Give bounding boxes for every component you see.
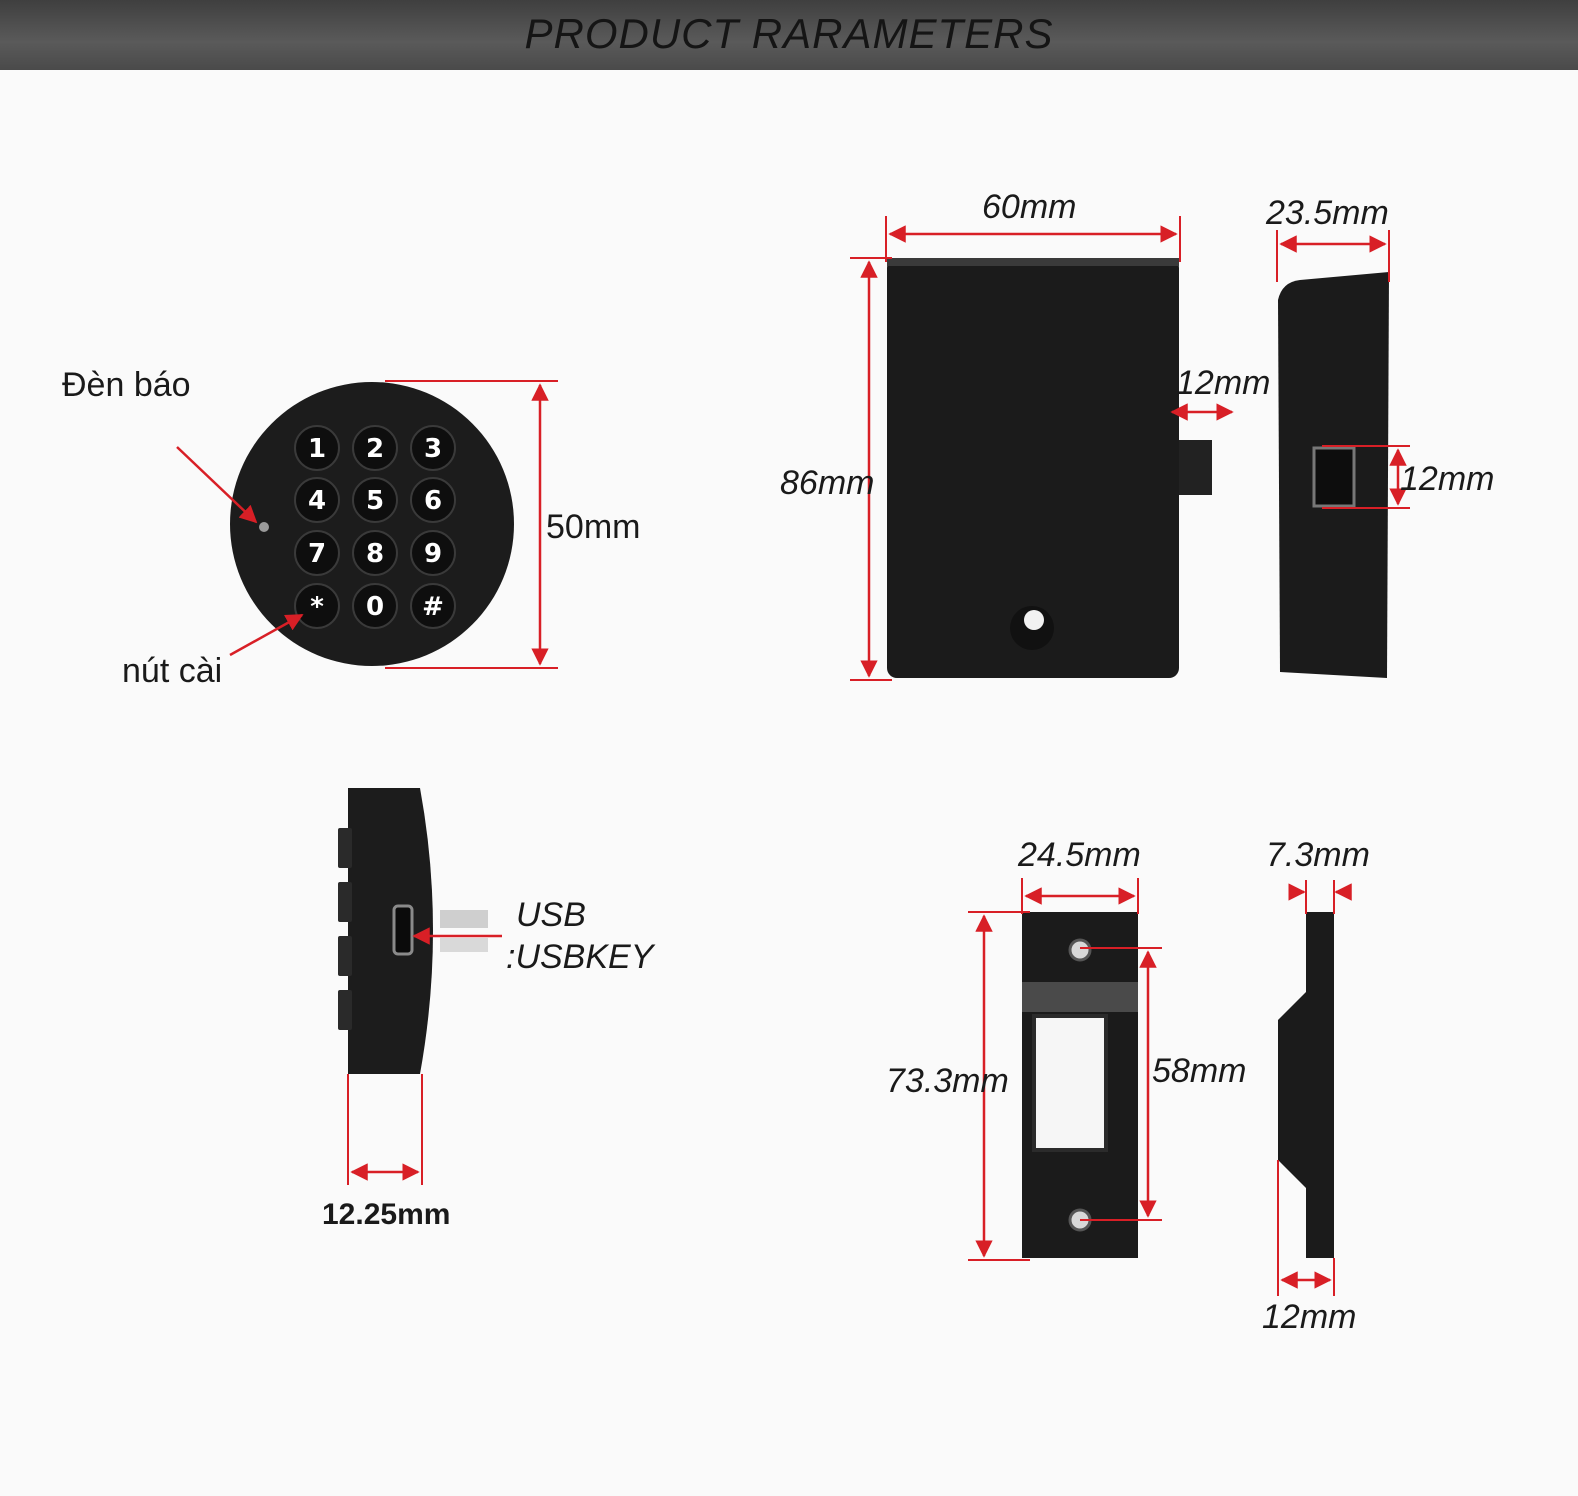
keypad-key	[410, 425, 456, 471]
keypad-key	[352, 530, 398, 576]
lock-body	[887, 258, 1179, 678]
usb-label: USB	[516, 896, 586, 934]
keypad-key	[294, 583, 340, 629]
indicator-light-label: Đèn báo	[62, 366, 191, 404]
lock-depth-label: 23.5mm	[1266, 194, 1389, 232]
plate-width-label: 24.5mm	[1018, 836, 1141, 874]
lock-body-front-view	[850, 216, 1234, 681]
keypad-key	[352, 477, 398, 523]
lock-body-side-view	[1276, 230, 1410, 678]
keypad-key	[294, 530, 340, 576]
keypad-key-label: 7	[308, 539, 326, 569]
keypad-key	[410, 530, 456, 576]
latch-button-pointer	[229, 613, 304, 657]
latch-button-label: nút cài	[122, 652, 223, 690]
keypad-key-label: 2	[366, 434, 384, 464]
keypad-diameter-label: 50mm	[546, 508, 641, 546]
plate-height-label: 73.3mm	[886, 1062, 1009, 1100]
header-bar: PRODUCT RARAMETERS	[0, 0, 1578, 70]
keypad-key-label: 0	[366, 592, 384, 622]
usb-port	[392, 904, 414, 956]
strike-side-profile	[1278, 912, 1334, 1258]
keypad-key-label: 9	[424, 539, 442, 569]
keypad-key	[410, 583, 456, 629]
bolt-slot	[1312, 446, 1356, 508]
bolt-length-label: 12mm	[1176, 364, 1271, 402]
keypad-key-label: 1	[308, 434, 326, 464]
keypad-key	[352, 425, 398, 471]
keypad-key-label: *	[310, 592, 324, 622]
lock-hole	[1024, 610, 1044, 630]
plate-depth-label: 12mm	[1262, 1298, 1357, 1336]
keypad-key-label: 6	[424, 486, 442, 516]
page-title: PRODUCT RARAMETERS	[524, 10, 1054, 57]
keypad-key-label: 3	[424, 434, 442, 464]
keypad-key-label: 4	[308, 486, 326, 516]
hole-spacing-label: 58mm	[1152, 1052, 1247, 1090]
keypad-front-view: 1 2 3 4 5 6 7 8 9 * 0 #	[176, 380, 558, 669]
indicator-light	[259, 522, 269, 532]
keypad-keys: 1 2 3 4 5 6 7 8 9 * 0 #	[294, 425, 456, 629]
lock-width-label: 60mm	[982, 188, 1077, 226]
strike-plate-front-view	[968, 878, 1162, 1261]
keypad-key	[410, 477, 456, 523]
strike-opening	[1032, 1014, 1108, 1152]
lock-height-label: 86mm	[780, 464, 875, 502]
usb-key-stub	[440, 910, 488, 928]
strike-plate-side-view	[1277, 880, 1352, 1296]
usbkey-label: :USBKEY	[506, 938, 654, 976]
usb-key-stub	[440, 938, 488, 952]
keypad-key-label: #	[422, 592, 444, 622]
lock-body-edge	[887, 258, 1179, 266]
plate-thickness-label: 7.3mm	[1266, 836, 1370, 874]
bolt-height-label: 12mm	[1400, 460, 1495, 498]
keypad-key	[352, 583, 398, 629]
screw-hole	[1068, 938, 1092, 962]
keypad-thickness-label: 12.25mm	[322, 1198, 451, 1231]
strike-plate-bevel	[1022, 982, 1138, 1012]
keypad-key	[294, 477, 340, 523]
keypad-key-label: 8	[366, 539, 384, 569]
keypad-side-view	[338, 788, 502, 1185]
keypad-side-body	[348, 788, 433, 1074]
keypad-key-label: 5	[366, 486, 384, 516]
keypad-key	[294, 425, 340, 471]
indicator-pointer	[176, 446, 258, 524]
